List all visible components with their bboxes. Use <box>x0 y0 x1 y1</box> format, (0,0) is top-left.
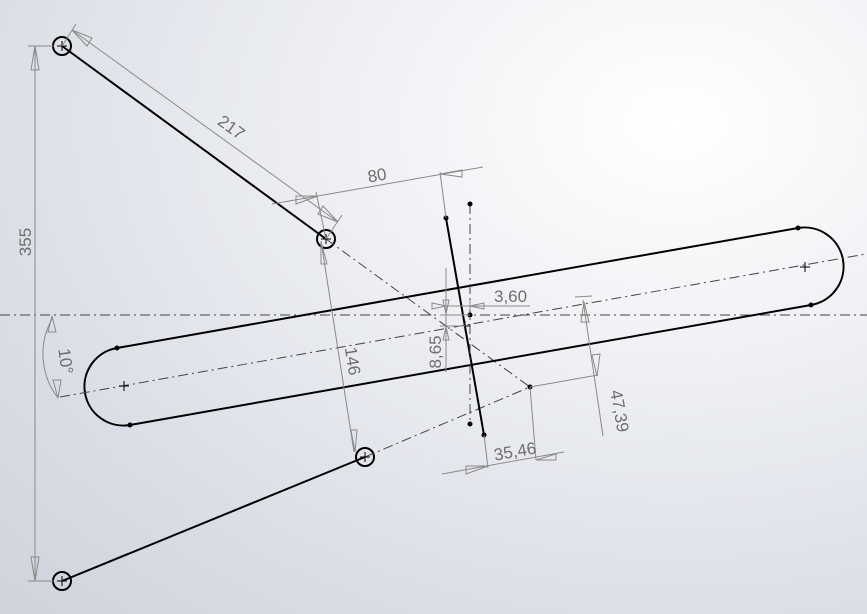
dimension-217-text[interactable]: 217 <box>214 112 248 144</box>
slot-point[interactable] <box>795 225 801 231</box>
slot-point[interactable] <box>127 422 133 428</box>
slot-point[interactable] <box>808 302 814 308</box>
slot-point[interactable] <box>114 345 120 351</box>
dimension-355-text[interactable]: 355 <box>16 228 35 256</box>
slot-right-center[interactable] <box>800 262 810 272</box>
dimension-3-60[interactable]: 3,60 <box>431 275 530 310</box>
dimension-80[interactable]: 80 <box>271 165 484 240</box>
pivot-crosshair <box>57 41 370 586</box>
dimension-10-deg[interactable]: 10° <box>42 315 77 399</box>
dimension-80-text[interactable]: 80 <box>366 165 388 187</box>
slot-left-arc[interactable] <box>83 347 131 427</box>
upper-construction-line[interactable] <box>325 238 531 388</box>
slot-right-arc[interactable] <box>797 226 845 306</box>
dimension-8-65-text[interactable]: 8,65 <box>426 335 445 368</box>
dimension-3-60-text[interactable]: 3,60 <box>494 287 527 306</box>
dimension-35-46-text[interactable]: 35,46 <box>492 439 537 465</box>
lower-arm-line[interactable] <box>61 456 366 582</box>
dimension-47-39-text[interactable]: 47,39 <box>606 388 632 433</box>
upper-arm-line[interactable] <box>61 45 327 240</box>
slot-left-center[interactable] <box>119 381 129 391</box>
lower-joint-circle[interactable] <box>355 447 375 467</box>
dimension-355[interactable]: 355 <box>16 45 54 582</box>
dimension-8-65[interactable]: 8,65 <box>426 268 470 372</box>
dimension-47-39[interactable]: 47,39 <box>529 295 632 437</box>
dimension-146[interactable]: 146 <box>320 240 364 453</box>
dimension-10-deg-text[interactable]: 10° <box>54 347 76 375</box>
link-point[interactable] <box>467 421 473 427</box>
dimension-35-46[interactable]: 35,46 <box>441 386 565 475</box>
upper-joint-circle[interactable] <box>316 229 336 249</box>
link-point[interactable] <box>467 201 473 207</box>
dimension-217[interactable]: 217 <box>61 23 343 240</box>
lower-construction-line[interactable] <box>364 386 531 458</box>
dimension-146-text[interactable]: 146 <box>341 346 364 377</box>
